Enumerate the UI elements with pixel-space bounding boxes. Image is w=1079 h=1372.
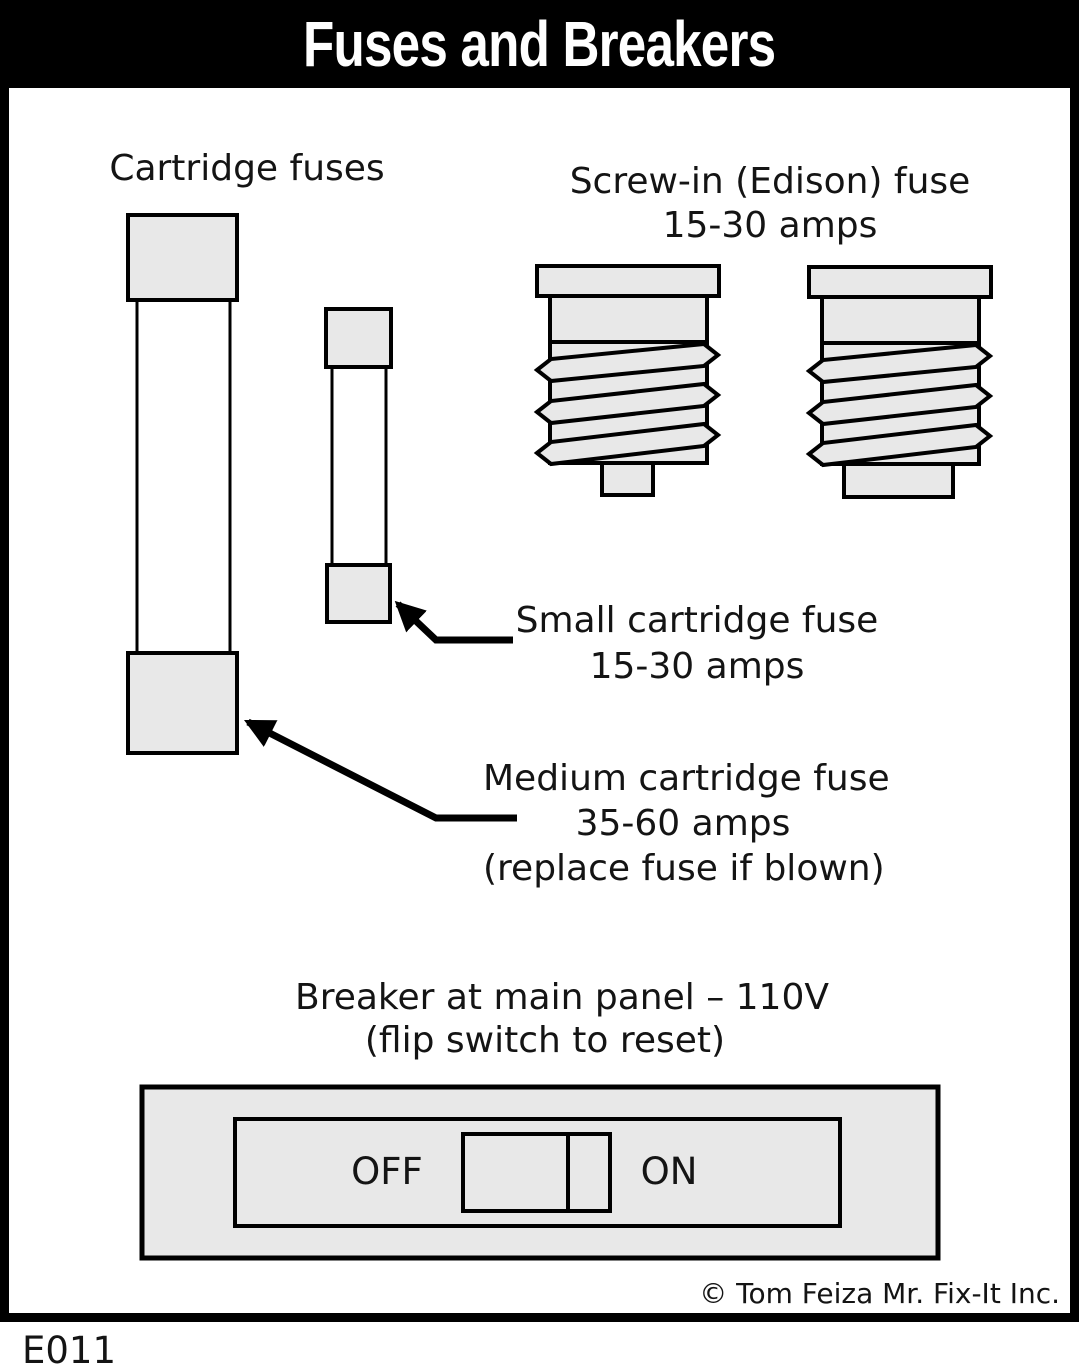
copyright-text: © Tom Feiza Mr. Fix-It Inc. — [699, 1277, 1060, 1310]
screw-thread — [805, 342, 994, 385]
screw-fuse-right-contact — [842, 462, 955, 499]
breaker-label: Breaker at main panel – 110V (flip switc… — [295, 976, 829, 1062]
screw-in-label-line1: Screw-in (Edison) fuse — [569, 161, 971, 202]
cartridge-fuses-label: Cartridge fuses — [87, 146, 407, 192]
medium-fuse-arrow — [243, 718, 517, 822]
breaker-panel — [139, 1084, 941, 1261]
small-fuse-arrow — [394, 600, 513, 644]
small-fuse-body — [330, 365, 388, 567]
page-title: Fuses and Breakers — [303, 8, 776, 80]
screw-in-fuse-right — [805, 265, 994, 499]
medium-fuse-bottom-cap — [126, 651, 239, 755]
medium-fuse-label-line2: 35-60 amps — [575, 803, 791, 844]
small-fuse-label-line2: 15-30 amps — [589, 646, 805, 687]
breaker-on-label: ON — [640, 1150, 698, 1193]
page-code: E011 — [22, 1329, 116, 1372]
screw-fuse-right-shoulder — [820, 295, 981, 345]
screw-thread — [533, 341, 722, 384]
medium-cartridge-fuse-label: Medium cartridge fuse 35-60 amps (replac… — [483, 756, 890, 891]
breaker-label-line2: (flip switch to reset) — [364, 1020, 726, 1061]
screw-thread — [533, 381, 722, 426]
screw-in-label-line2: 15-30 amps — [662, 205, 878, 246]
medium-fuse-label-line1: Medium cartridge fuse — [483, 758, 890, 799]
small-fuse-top-cap — [324, 307, 393, 369]
screw-thread — [805, 422, 994, 468]
medium-fuse-body — [135, 298, 232, 655]
screw-in-fuse-left — [533, 264, 722, 497]
screw-thread — [533, 421, 722, 467]
breaker-switch-handle — [461, 1132, 612, 1213]
screw-fuse-right-cap — [807, 265, 993, 299]
breaker-off-label: OFF — [351, 1150, 423, 1193]
screw-fuse-left-cap — [535, 264, 721, 298]
small-fuse-bottom-cap — [325, 563, 392, 624]
small-cartridge-fuse — [324, 307, 393, 624]
small-fuse-label-line1: Small cartridge fuse — [515, 600, 879, 641]
screw-fuse-left-shoulder — [548, 294, 709, 344]
screw-in-fuse-label: Screw-in (Edison) fuse 15-30 amps — [530, 160, 1010, 248]
small-cartridge-fuse-label: Small cartridge fuse 15-30 amps — [497, 598, 897, 690]
cartridge-fuses-label-text: Cartridge fuses — [109, 148, 385, 189]
medium-cartridge-fuse — [126, 213, 239, 755]
breaker-label-line1: Breaker at main panel – 110V — [295, 977, 829, 1018]
screw-fuse-left-contact — [600, 461, 655, 497]
screw-thread — [805, 382, 994, 427]
title-bar: Fuses and Breakers — [0, 0, 1079, 88]
medium-fuse-top-cap — [126, 213, 239, 302]
medium-fuse-label-line3: (replace fuse if blown) — [483, 848, 885, 889]
